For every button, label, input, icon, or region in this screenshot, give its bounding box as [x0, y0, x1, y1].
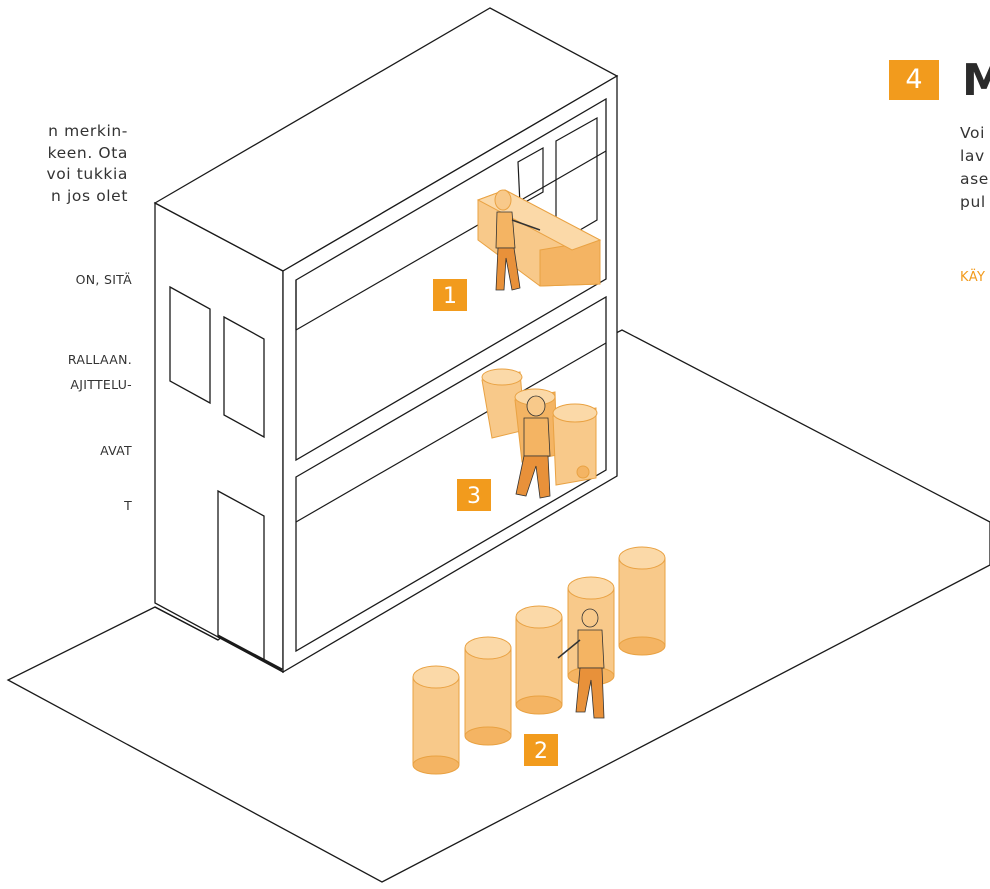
step-4-block: 4 M Voi lav ase pul KÄY: [887, 55, 990, 355]
collection-bin: [465, 637, 511, 745]
marker-label: 1: [443, 284, 457, 309]
step-paragraph-line: Voi: [960, 122, 989, 145]
collection-bin: [516, 606, 562, 714]
step-paragraph-line: lav: [960, 145, 989, 168]
step-title: M: [962, 55, 990, 107]
marker-2: 2: [524, 734, 558, 766]
collection-bin: [619, 547, 665, 655]
step-link[interactable]: KÄY: [960, 270, 985, 285]
collection-bin: [413, 666, 459, 774]
step-paragraph-line: ase: [960, 168, 989, 191]
marker-label: 2: [534, 739, 548, 764]
step-paragraph-line: pul: [960, 191, 989, 214]
marker-3: 3: [457, 479, 491, 511]
step-paragraph: Voi lav ase pul: [960, 122, 989, 214]
marker-label: 3: [467, 484, 481, 509]
marker-1: 1: [433, 279, 467, 311]
step-number-badge: 4: [889, 60, 939, 100]
